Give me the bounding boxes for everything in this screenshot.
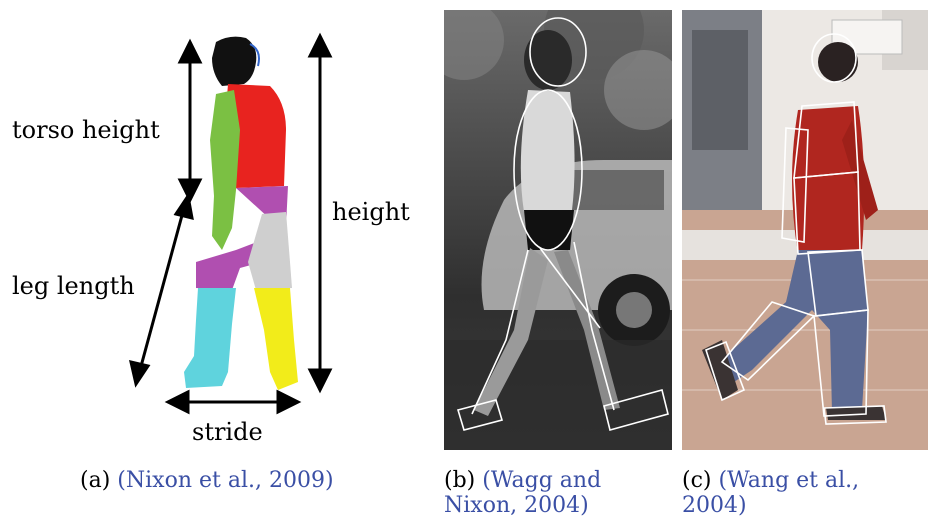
head-segment <box>212 36 257 86</box>
torso-segment <box>226 84 286 188</box>
caption-b: (b) (Wagg and Nixon, 2004) <box>444 468 672 518</box>
caption-c: (c) (Wang et al., 2004) <box>682 468 928 518</box>
caption-c-tag: (c) <box>682 468 712 493</box>
caption-c-citation-2: 2004) <box>682 493 747 518</box>
leg-length-label: leg length <box>12 272 135 300</box>
torso-height-arrow <box>177 38 203 204</box>
stride-label: stride <box>192 418 263 446</box>
caption-b-citation-2: Nixon, 2004) <box>444 493 589 518</box>
caption-a-citation: (Nixon et al., 2009) <box>117 468 334 493</box>
height-arrow <box>307 32 333 394</box>
color-walker-photo <box>682 10 928 450</box>
panel-a: torso height leg length height stride (a… <box>0 0 440 493</box>
caption-c-citation-1: (Wang et al., <box>718 468 860 493</box>
arm-segment <box>210 90 240 250</box>
caption-a: (a) (Nixon et al., 2009) <box>80 468 334 493</box>
back-shin-segment <box>254 288 298 390</box>
leg-length-arrow <box>129 192 194 388</box>
stride-arrow <box>164 389 302 415</box>
panel-c: (c) (Wang et al., 2004) <box>682 10 928 518</box>
front-shin-segment <box>184 288 236 388</box>
segmented-body-figure <box>129 32 333 415</box>
torso-height-label: torso height <box>12 116 160 144</box>
height-label: height <box>332 198 410 226</box>
caption-b-tag: (b) <box>444 468 476 493</box>
caption-b-citation-1: (Wagg and <box>482 468 602 493</box>
caption-a-tag: (a) <box>80 468 111 493</box>
panel-b: (b) (Wagg and Nixon, 2004) <box>444 10 672 518</box>
back-thigh-segment <box>248 212 292 290</box>
grayscale-walker-photo <box>444 10 672 450</box>
